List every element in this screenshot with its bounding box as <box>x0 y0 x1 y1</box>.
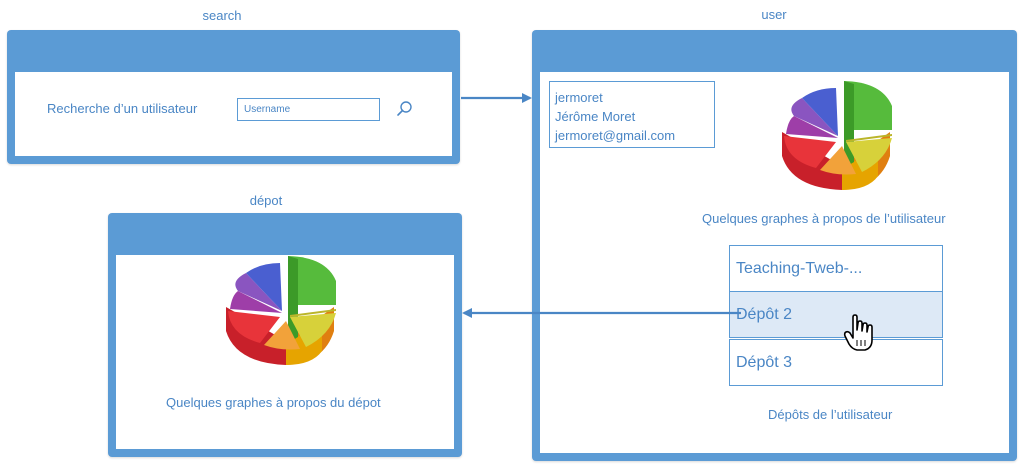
username-input[interactable]: Username <box>237 98 380 121</box>
repo-list: Teaching-Tweb-... Dépôt 2 Dépôt 3 <box>729 245 943 388</box>
depot-pie-chart-icon <box>226 256 336 365</box>
depot-chart-caption: Quelques graphes à propos du dépot <box>166 395 381 410</box>
search-frame-title: search <box>202 8 242 23</box>
user-window-body: jermoret Jérôme Moret jermoret@gmail.com… <box>540 72 1009 453</box>
search-window: Recherche d’un utilisateur Username <box>7 30 460 164</box>
user-pie-chart-icon <box>782 81 892 190</box>
depot-window-body: Quelques graphes à propos du dépot <box>116 255 454 449</box>
user-info-card: jermoret Jérôme Moret jermoret@gmail.com <box>549 81 715 148</box>
user-email: jermoret@gmail.com <box>555 128 676 143</box>
depot-window: Quelques graphes à propos du dépot <box>108 213 462 457</box>
repos-caption: Dépôts de l’utilisateur <box>768 407 893 422</box>
search-icon[interactable] <box>396 100 414 118</box>
user-window: jermoret Jérôme Moret jermoret@gmail.com… <box>532 30 1017 461</box>
repo-item-3[interactable]: Dépôt 3 <box>729 339 943 386</box>
search-window-body: Recherche d’un utilisateur Username <box>15 72 452 156</box>
depot-frame-title: dépot <box>249 193 283 208</box>
search-label: Recherche d’un utilisateur <box>47 101 198 116</box>
user-frame-title: user <box>761 7 787 22</box>
user-fullname: Jérôme Moret <box>555 109 636 124</box>
hand-pointer-icon <box>843 314 873 351</box>
repo-item-2[interactable]: Dépôt 2 <box>729 291 943 338</box>
user-chart-caption: Quelques graphes à propos de l’utilisate… <box>702 211 946 226</box>
user-username: jermoret <box>555 90 603 105</box>
